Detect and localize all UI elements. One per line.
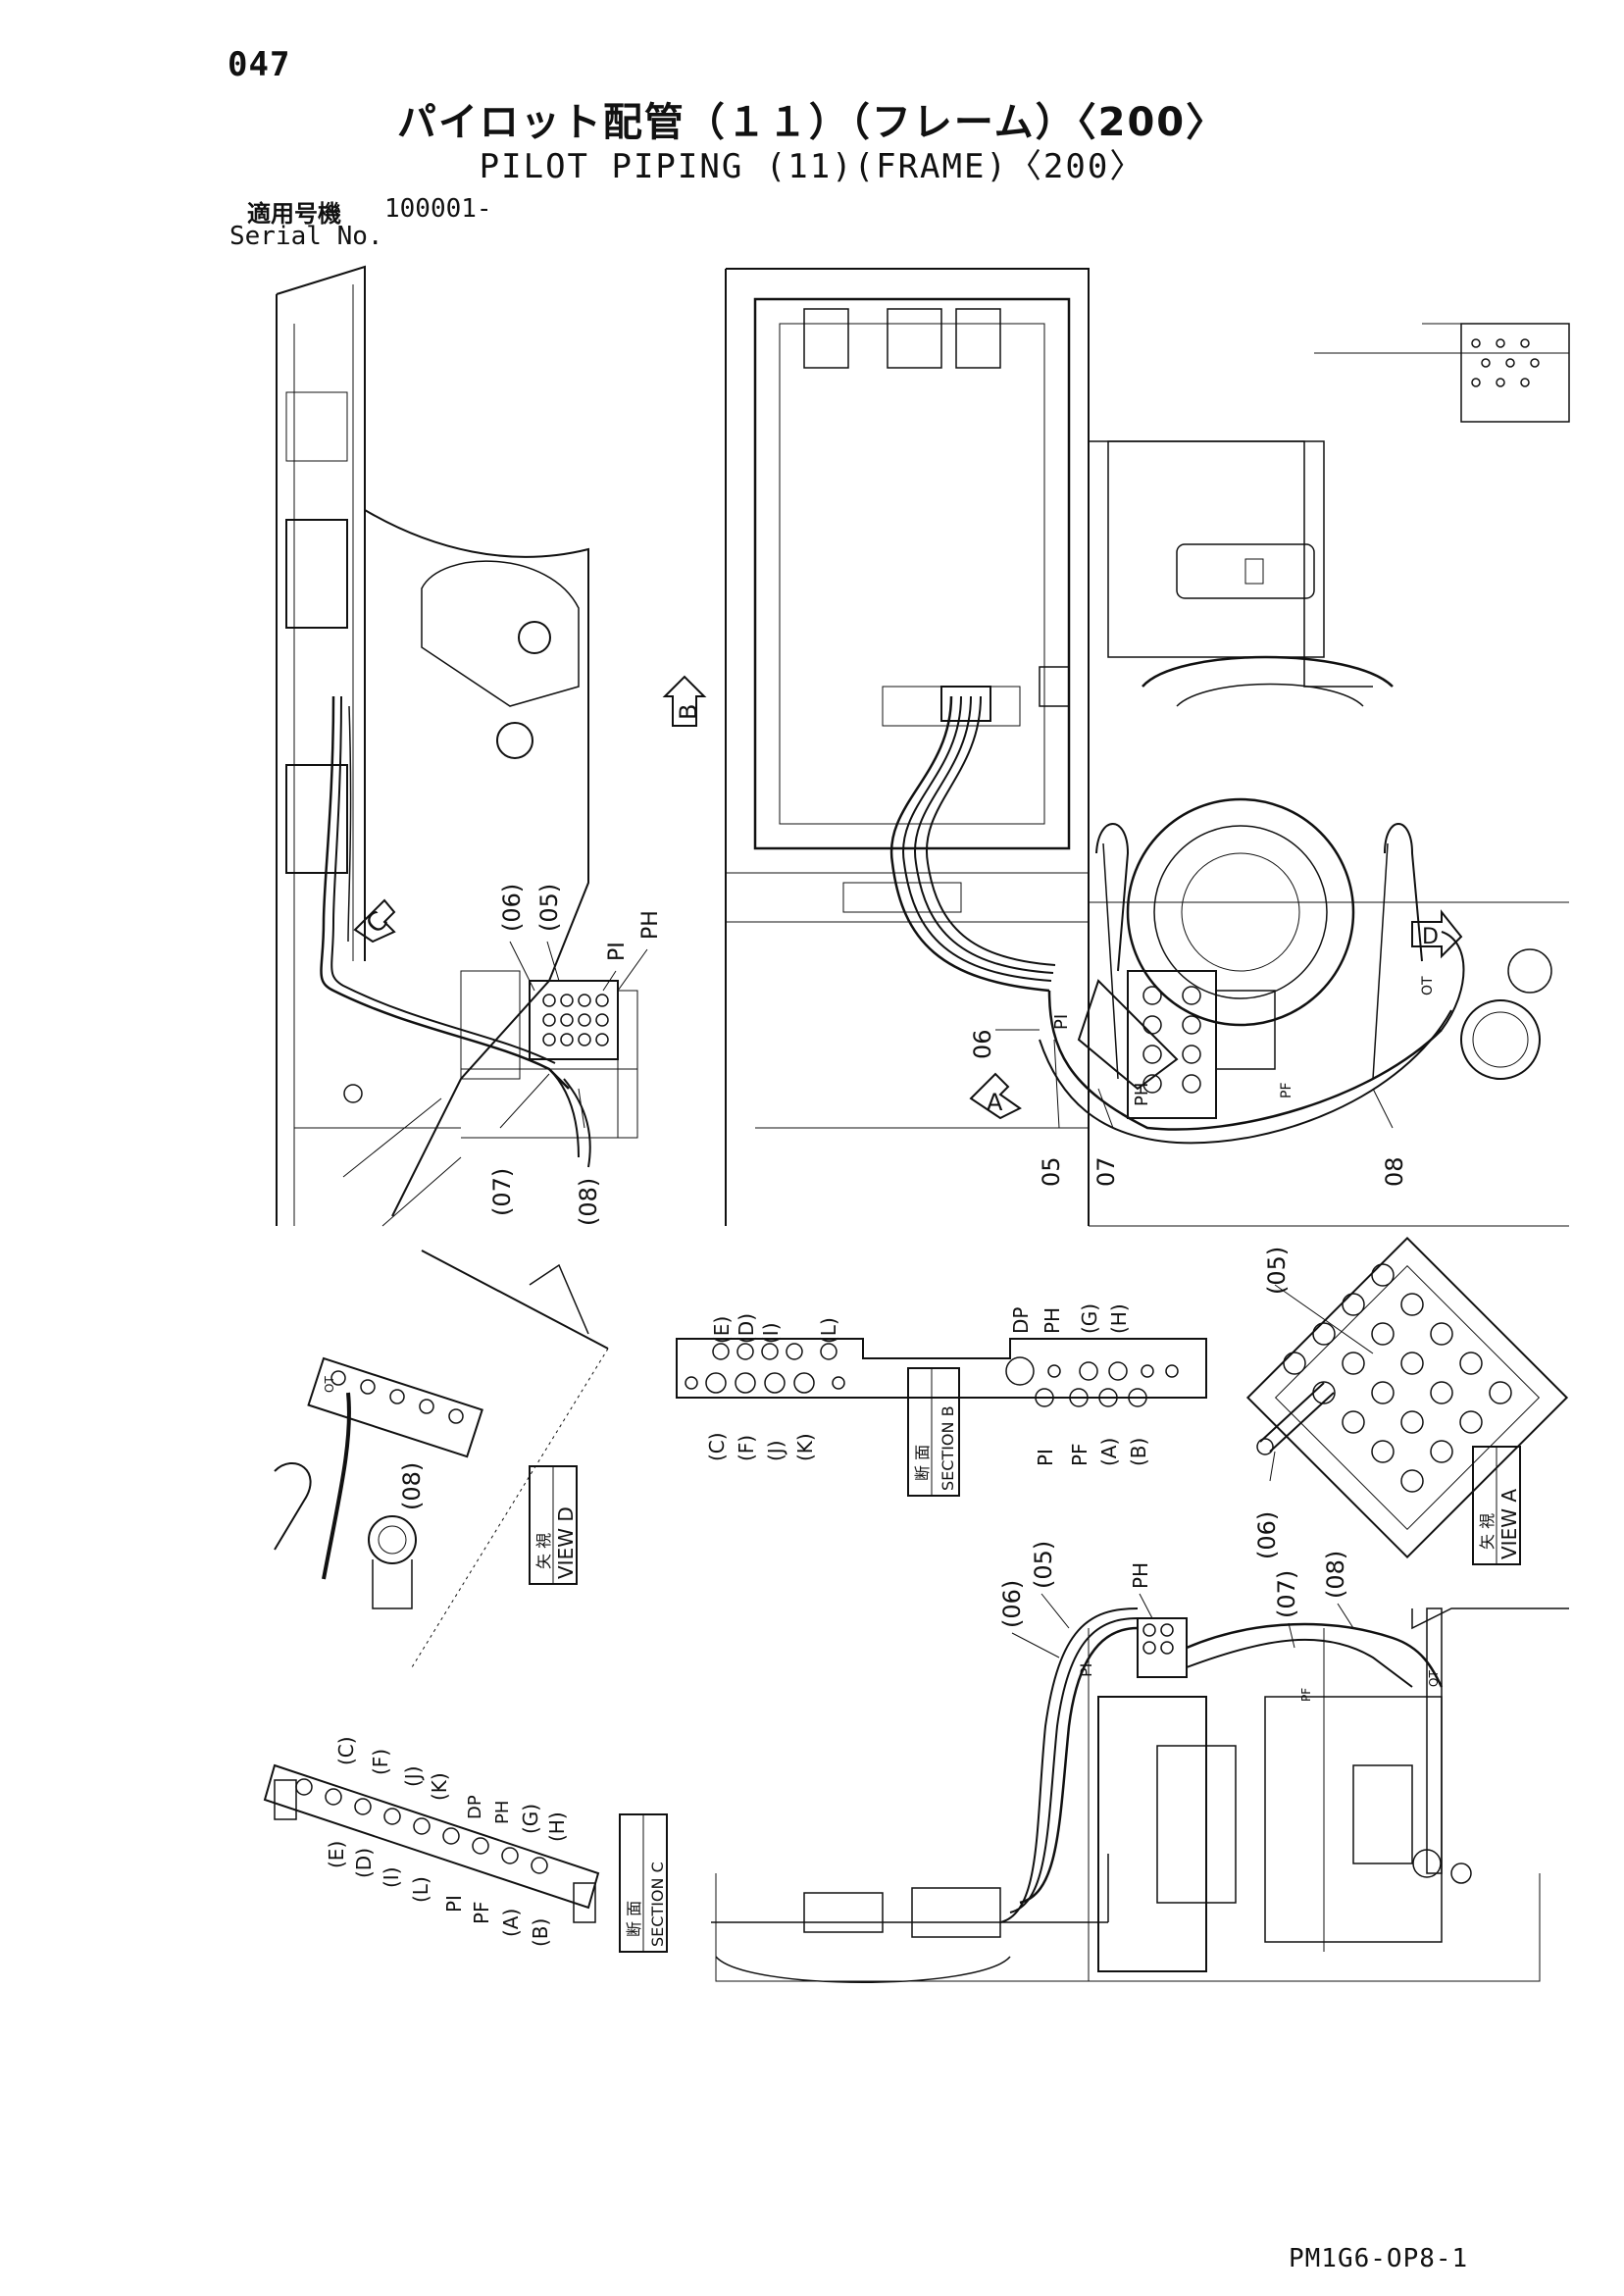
- section-b-port-label: PI: [1034, 1449, 1057, 1466]
- section-c-port-label: (I): [380, 1866, 403, 1888]
- section-c-port-label: (C): [334, 1736, 358, 1765]
- section-b-port-label: DP: [1009, 1307, 1033, 1334]
- section-c-port-label: (F): [369, 1749, 392, 1775]
- section-c-detail: (C) (F) (J) (K) DP PH (G) (H) (E) (D) (I…: [263, 1736, 668, 1953]
- callout-06-side: (06): [998, 1580, 1026, 1628]
- arrow-c-marker: [353, 898, 396, 944]
- section-c-port-label: (G): [519, 1804, 542, 1834]
- section-b-port-label: (B): [1127, 1438, 1150, 1466]
- section-b-detail: (E) (D) (I) (L) (C) (F) (J) (K) DP PH (G…: [676, 1303, 1207, 1497]
- view-d-label: VIEW D: [554, 1506, 578, 1579]
- section-c-port-label: (D): [352, 1848, 376, 1878]
- section-b-port-label: PF: [1068, 1443, 1091, 1466]
- section-b-port-label: (G): [1078, 1303, 1101, 1334]
- callout-ot-right: OT: [1420, 976, 1436, 995]
- section-b-port-label: (F): [735, 1435, 758, 1461]
- serial-label-english: Serial No.: [229, 222, 383, 251]
- callout-ot-side: OT: [1427, 1670, 1441, 1687]
- section-b-port-label: (K): [793, 1433, 817, 1461]
- serial-number-value: 100001-: [384, 194, 492, 224]
- callout-08-right: 08: [1381, 1156, 1408, 1187]
- section-c-jp: 断 面: [625, 1901, 643, 1937]
- section-b-label: SECTION B: [939, 1405, 957, 1491]
- callout-05-view-a: (05): [1263, 1247, 1291, 1295]
- callout-ot-view-d: OT: [323, 1376, 336, 1393]
- view-a-label: VIEW A: [1497, 1489, 1521, 1559]
- section-b-port-label: (D): [735, 1313, 758, 1344]
- view-d-jp: 矢 視: [534, 1533, 553, 1569]
- title-english: PILOT PIPING (11)(FRAME)〈200〉: [479, 147, 1145, 186]
- callout-07-side: (07): [1273, 1570, 1300, 1618]
- section-b-port-label: (J): [764, 1440, 787, 1461]
- section-b-port-label: PH: [1040, 1307, 1064, 1334]
- section-b-jp: 断 面: [913, 1445, 932, 1481]
- callout-06-left: (06): [498, 884, 526, 932]
- arrow-b-label: B: [675, 704, 702, 720]
- section-b-port-label: (E): [710, 1316, 734, 1344]
- callout-06-view-a: (06): [1253, 1511, 1281, 1559]
- callout-ph-left: PH: [638, 910, 663, 940]
- section-c-label: SECTION C: [648, 1862, 667, 1947]
- view-d-detail: (08) OT 矢 視 VIEW D: [274, 1250, 609, 1668]
- section-b-port-label: (L): [817, 1317, 840, 1344]
- callout-05-side: (05): [1030, 1541, 1057, 1589]
- callout-06-right: 06: [969, 1029, 996, 1059]
- section-c-port-label: (E): [325, 1841, 348, 1868]
- section-c-port-label: PF: [470, 1901, 493, 1924]
- section-c-port-label: (L): [409, 1876, 432, 1903]
- callout-pf-side: PF: [1299, 1688, 1313, 1702]
- section-c-port-label: PH: [492, 1801, 513, 1824]
- section-b-label-box: [907, 1367, 960, 1497]
- drawing-code: PM1G6-OP8-1: [1289, 2244, 1469, 2273]
- arrow-a-label: A: [987, 1089, 1003, 1116]
- arrow-b-marker: [662, 675, 707, 727]
- callout-07-right: 07: [1092, 1156, 1120, 1187]
- side-elevation-view: (06) (05) PH PI (07) (08) PF OT: [711, 1541, 1569, 1983]
- callout-pi-side: PI: [1077, 1663, 1095, 1677]
- callout-pf-right: PF: [1279, 1083, 1294, 1099]
- section-c-port-label: (B): [529, 1918, 552, 1947]
- callout-07-left: (07): [488, 1168, 516, 1216]
- page-number: 047: [228, 45, 291, 84]
- callout-08-view-d: (08): [398, 1462, 426, 1510]
- callout-ph-side: PH: [1129, 1562, 1152, 1589]
- section-b-port-label: (H): [1107, 1303, 1131, 1334]
- callout-08-side: (08): [1322, 1551, 1349, 1599]
- callout-pi-left: PI: [605, 942, 630, 961]
- callout-05-left: (05): [535, 884, 563, 932]
- callout-ph-right: PH: [1132, 1083, 1152, 1106]
- section-c-port-label: (H): [545, 1811, 569, 1842]
- section-b-port-label: (C): [705, 1432, 729, 1461]
- left-frame-view: C (06) (05) PI PH (07) (08): [276, 265, 663, 1227]
- section-c-port-label: (A): [499, 1909, 523, 1937]
- section-b-port-label: (I): [759, 1322, 783, 1344]
- serial-label-japanese: 適用号機: [247, 200, 341, 228]
- view-a-detail: (05) (06) 矢 視 VIEW A: [1245, 1236, 1569, 1565]
- section-c-port-label: PI: [442, 1895, 466, 1913]
- arrow-d-marker: [1411, 909, 1463, 959]
- callout-05-right: 05: [1038, 1156, 1065, 1187]
- title-japanese: パイロット配管（１１）（フレーム）〈200〉: [396, 100, 1228, 145]
- arrow-d-label: D: [1422, 925, 1439, 949]
- right-frame-view: B: [662, 268, 1570, 1227]
- section-c-port-label: DP: [465, 1795, 485, 1819]
- section-b-port-label: (A): [1097, 1438, 1121, 1466]
- callout-pi-right: PI: [1051, 1014, 1072, 1030]
- section-c-port-label: (J): [401, 1765, 425, 1787]
- section-c-port-label: (K): [428, 1772, 451, 1801]
- view-a-jp: 矢 視: [1478, 1513, 1497, 1550]
- arrow-a-marker: [969, 1072, 1022, 1120]
- callout-08-left: (08): [575, 1178, 602, 1226]
